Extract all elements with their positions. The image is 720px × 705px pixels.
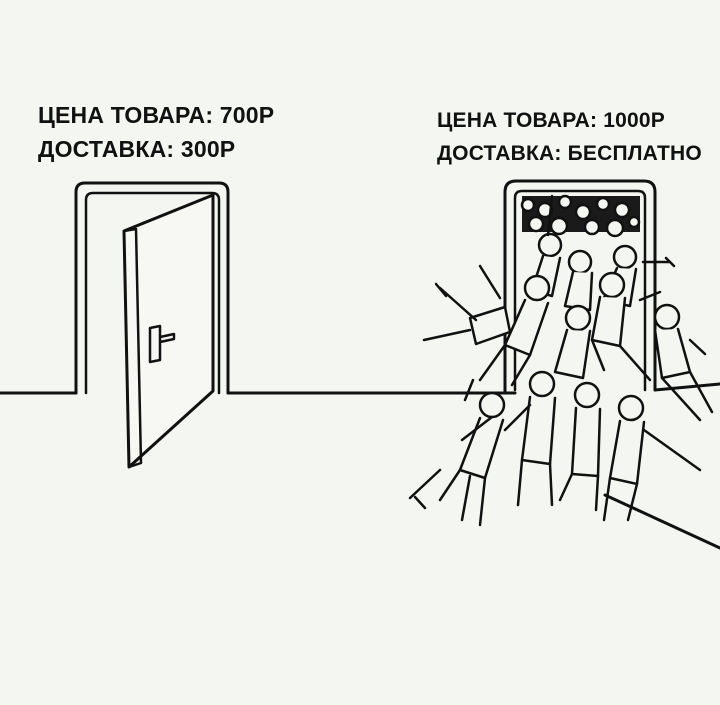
- right-offer-caption: ЦЕНА ТОВАРА: 1000Р ДОСТАВКА: БЕСПЛАТНО: [437, 104, 702, 170]
- left-door-frame-inner: [84, 191, 221, 395]
- left-offer-caption: ЦЕНА ТОВАРА: 700Р ДОСТАВКА: 300Р: [38, 98, 274, 166]
- crowd-figures: [408, 194, 714, 527]
- floor-line-right: [653, 382, 720, 392]
- crowd-in-doorway: [520, 194, 641, 238]
- left-price-line: ЦЕНА ТОВАРА: 700Р: [38, 102, 275, 128]
- right-delivery-line: ДОСТАВКА: БЕСПЛАТНО: [437, 142, 702, 165]
- right-price-line: ЦЕНА ТОВАРА: 1000Р: [437, 109, 665, 132]
- right-door-frame-outer: [503, 179, 657, 395]
- door-handle-icon: [148, 324, 176, 364]
- left-door-frame-outer: [74, 181, 230, 395]
- floor-diagonal-line: [603, 493, 720, 550]
- right-door-frame-inner: [513, 189, 647, 392]
- open-door-edge: [122, 227, 143, 469]
- left-delivery-line: ДОСТАВКА: 300Р: [38, 136, 236, 162]
